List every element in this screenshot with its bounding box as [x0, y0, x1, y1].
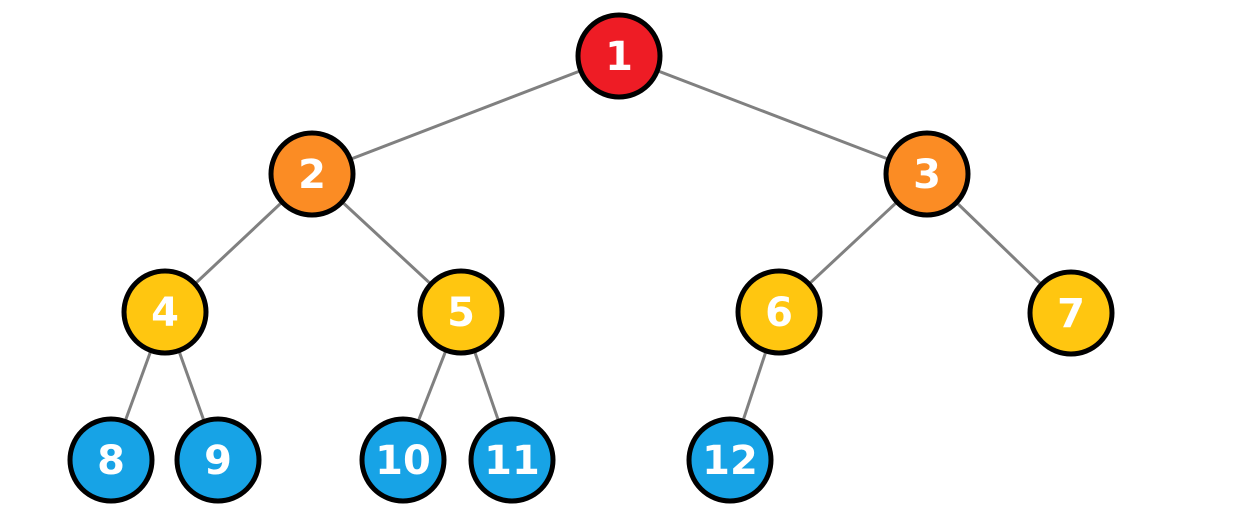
tree-node[interactable]: 8: [67, 416, 155, 504]
node-circle[interactable]: [1027, 269, 1115, 357]
node-circle[interactable]: [359, 416, 447, 504]
node-label: 12: [702, 438, 758, 484]
tree-node[interactable]: 6: [735, 268, 823, 356]
tree-edge: [311, 54, 620, 176]
node-label: 5: [447, 290, 475, 336]
node-circle[interactable]: [417, 268, 505, 356]
tree-node[interactable]: 2: [268, 130, 356, 218]
node-circle[interactable]: [468, 416, 556, 504]
tree-node[interactable]: 7: [1027, 269, 1115, 357]
node-circle[interactable]: [268, 130, 356, 218]
tree-node[interactable]: 5: [417, 268, 505, 356]
node-circle[interactable]: [686, 416, 774, 504]
node-circle[interactable]: [174, 416, 262, 504]
tree-node[interactable]: 11: [468, 416, 556, 504]
tree-edge: [618, 54, 928, 176]
node-label: 9: [204, 438, 232, 484]
node-circle[interactable]: [735, 268, 823, 356]
node-label: 4: [151, 290, 179, 336]
node-label: 8: [97, 438, 125, 484]
node-circle[interactable]: [575, 12, 663, 100]
tree-node[interactable]: 3: [883, 130, 971, 218]
node-label: 2: [298, 152, 326, 198]
node-label: 7: [1057, 291, 1085, 337]
node-circle[interactable]: [67, 416, 155, 504]
node-label: 11: [484, 438, 540, 484]
node-label: 10: [375, 438, 431, 484]
node-circle[interactable]: [121, 268, 209, 356]
tree-node[interactable]: 4: [121, 268, 209, 356]
node-label: 6: [765, 290, 793, 336]
tree-node[interactable]: 9: [174, 416, 262, 504]
tree-node[interactable]: 12: [686, 416, 774, 504]
node-label: 1: [605, 34, 633, 80]
tree-node[interactable]: 1: [575, 12, 663, 100]
node-circle[interactable]: [883, 130, 971, 218]
tree-node[interactable]: 10: [359, 416, 447, 504]
node-label: 3: [913, 152, 941, 198]
